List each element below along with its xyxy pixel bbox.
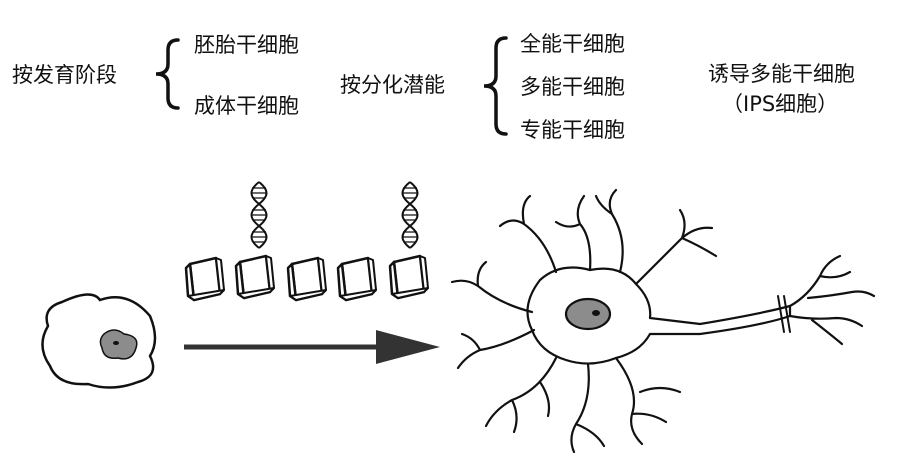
potency-brace-icon (483, 36, 508, 136)
differentiation-potential-heading: 按分化潜能 (340, 73, 445, 97)
neuron-icon (450, 188, 876, 454)
totipotent-stem-cell-label: 全能干细胞 (520, 32, 625, 56)
ips-cell-subtitle: （IPS细胞） (722, 92, 839, 116)
transcription-factor-cube-icon (184, 254, 430, 302)
pluripotent-stem-cell-label: 多能干细胞 (520, 75, 625, 99)
adult-stem-cell-label: 成体干细胞 (194, 94, 299, 118)
undifferentiated-cell-icon (41, 293, 157, 389)
unipotent-stem-cell-label: 专能干细胞 (520, 118, 625, 142)
arrow-icon (184, 330, 440, 364)
ips-cell-title: 诱导多能干细胞 (708, 62, 855, 86)
development-stage-heading: 按发育阶段 (12, 63, 117, 87)
development-brace-icon (155, 38, 180, 110)
dna-helix-icon (250, 181, 419, 249)
embryonic-stem-cell-label: 胚胎干细胞 (194, 33, 299, 57)
